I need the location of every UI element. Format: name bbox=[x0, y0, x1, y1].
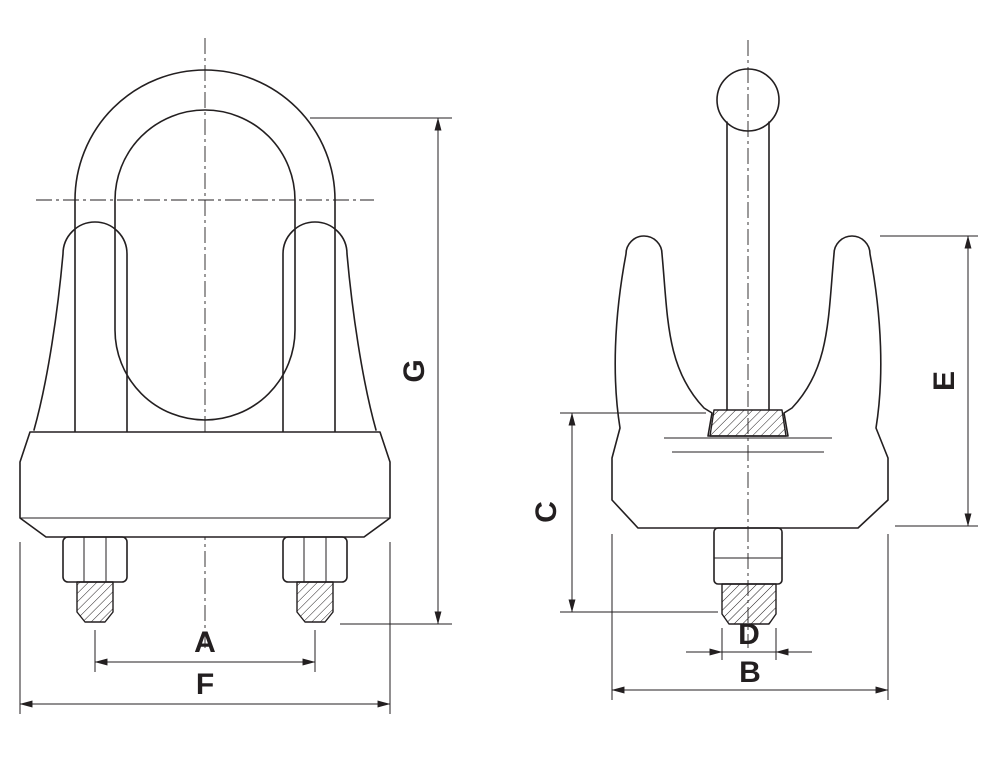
dimension-f: F bbox=[19, 542, 391, 714]
saddle-side-silhouette bbox=[611, 235, 889, 529]
dimension-b: B bbox=[611, 534, 889, 700]
right-nut bbox=[282, 536, 348, 583]
dim-f-label: F bbox=[196, 668, 214, 701]
side-bolt-end-section bbox=[721, 583, 777, 625]
ubolt-rod-side bbox=[726, 121, 770, 411]
dim-b-label: B bbox=[739, 656, 761, 689]
dim-g-label: G bbox=[398, 359, 431, 382]
saddle-right-ear bbox=[282, 221, 377, 433]
dim-d-label: D bbox=[738, 618, 760, 651]
front-view bbox=[19, 38, 391, 648]
saddle-body-front bbox=[19, 431, 391, 538]
dimension-e: E bbox=[880, 235, 978, 527]
left-bolt-end-section bbox=[76, 581, 114, 623]
dim-c-label: C bbox=[530, 501, 563, 523]
side-view bbox=[611, 40, 889, 648]
dim-a-label: A bbox=[194, 626, 216, 659]
left-nut bbox=[62, 536, 128, 583]
dimension-a: A bbox=[94, 626, 316, 672]
dim-f-extensions bbox=[19, 542, 391, 714]
ubolt-outer-contour bbox=[74, 69, 336, 433]
dimension-c: C bbox=[530, 412, 718, 613]
dim-b-extensions bbox=[611, 534, 889, 700]
ubolt-inner-opening bbox=[114, 109, 296, 421]
right-bolt-end-section bbox=[296, 581, 334, 623]
clamp-section-hatched bbox=[709, 409, 787, 437]
dim-e-label: E bbox=[928, 371, 961, 391]
saddle-left-ear bbox=[33, 221, 128, 433]
ubolt-bend-circle bbox=[716, 68, 780, 132]
dimension-d: D bbox=[686, 618, 812, 660]
dimension-g: G bbox=[310, 117, 452, 625]
